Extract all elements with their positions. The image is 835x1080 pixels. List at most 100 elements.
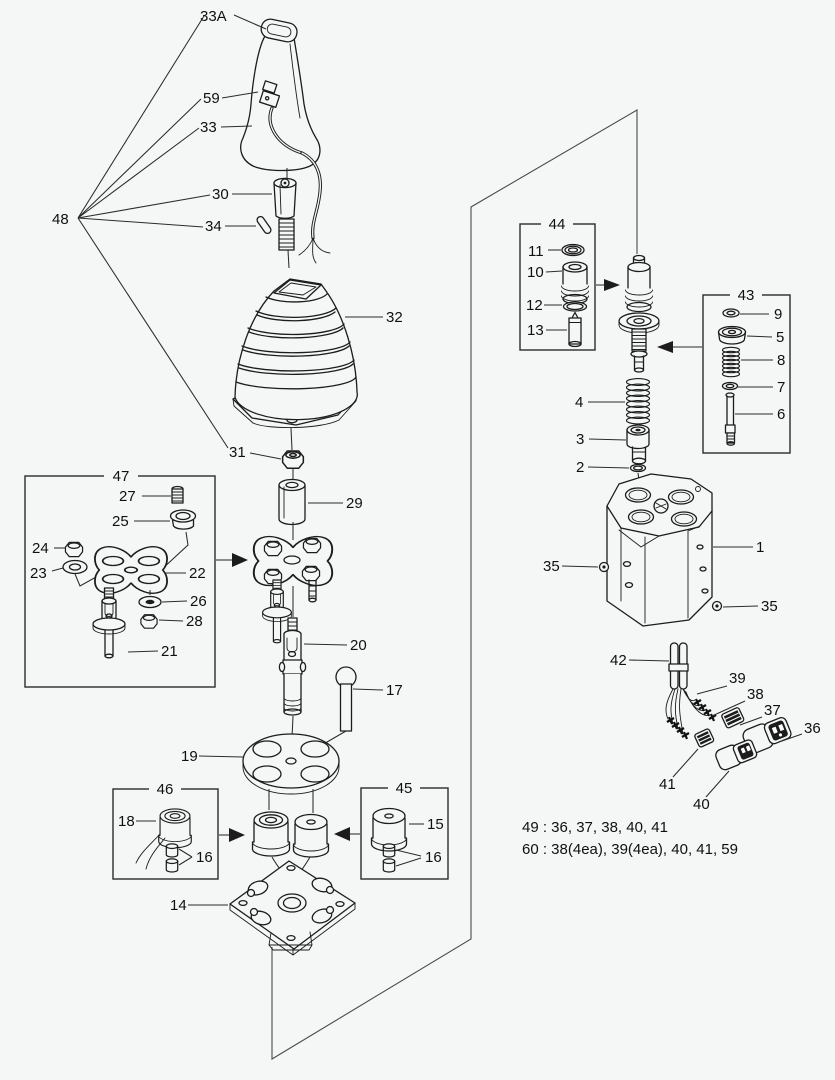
part-41-connector xyxy=(694,728,715,748)
label-23: 23 xyxy=(30,565,47,582)
label-1: 1 xyxy=(756,539,764,556)
label-35a: 35 xyxy=(543,558,560,575)
part-3-plunger xyxy=(626,424,650,465)
label-39: 39 xyxy=(729,670,746,687)
part-27-screw xyxy=(171,485,184,504)
note-line-2: 60 : 38(4ea), 39(4ea), 40, 41, 59 xyxy=(522,841,738,858)
label-13: 13 xyxy=(527,322,544,339)
part-7-washer xyxy=(721,381,739,391)
bellows-32 xyxy=(232,278,358,429)
part-8-spring xyxy=(721,346,741,378)
label-33A: 33A xyxy=(200,8,227,25)
part-16-cylinder xyxy=(165,858,179,873)
arrow-44 xyxy=(596,279,620,291)
part-42-cable xyxy=(668,642,689,690)
part-21-plunger xyxy=(92,587,126,659)
part-6-rod xyxy=(724,392,736,446)
handle-assembly xyxy=(240,18,331,269)
part-11-seal xyxy=(561,243,585,257)
part-36-connector xyxy=(742,717,792,754)
label-6: 6 xyxy=(777,406,785,423)
part-4-spring xyxy=(625,378,651,425)
label-3: 3 xyxy=(576,431,584,448)
label-31: 31 xyxy=(229,444,246,461)
part-26-washer xyxy=(138,590,162,609)
part-24-nut xyxy=(64,541,84,558)
label-10: 10 xyxy=(527,264,544,281)
label-24: 24 xyxy=(32,540,49,557)
part-30-adapter xyxy=(273,168,297,269)
wiring-harness xyxy=(665,642,792,771)
part-35-plug-right xyxy=(711,600,723,612)
label-17: 17 xyxy=(386,682,403,699)
center-column xyxy=(229,427,357,956)
label-26: 26 xyxy=(190,593,207,610)
switch-59 xyxy=(258,80,304,155)
callout-labels: 33A 59 33 30 34 48 32 31 29 47 27 25 24 … xyxy=(30,8,821,914)
label-4: 4 xyxy=(575,394,583,411)
label-15: 15 xyxy=(427,816,444,833)
label-46: 46 xyxy=(157,781,174,798)
part-17-pin xyxy=(314,666,357,750)
note-line-1: 49 : 36, 37, 38, 40, 41 xyxy=(522,819,668,836)
label-34: 34 xyxy=(205,218,222,235)
part-10-plunger xyxy=(561,261,589,305)
part-20-joint xyxy=(278,617,307,716)
label-44: 44 xyxy=(549,216,566,233)
harness-wires xyxy=(665,688,711,735)
label-27: 27 xyxy=(119,488,136,505)
part-5-seat xyxy=(717,325,747,345)
label-14: 14 xyxy=(170,897,187,914)
label-30: 30 xyxy=(212,186,229,203)
parts-notes: 49 : 36, 37, 38, 40, 41 60 : 38(4ea), 39… xyxy=(522,819,738,858)
label-21: 21 xyxy=(161,643,178,660)
label-28: 28 xyxy=(186,613,203,630)
assembly-zone-boundary xyxy=(271,109,638,1060)
label-5: 5 xyxy=(776,329,784,346)
spool-column xyxy=(618,254,660,488)
part-16-cylinder xyxy=(165,843,179,858)
label-7: 7 xyxy=(777,379,785,396)
label-41: 41 xyxy=(659,776,676,793)
label-36: 36 xyxy=(804,720,821,737)
label-9: 9 xyxy=(774,306,782,323)
detail-box-47 xyxy=(24,468,248,688)
label-22: 22 xyxy=(189,565,206,582)
handle-wire xyxy=(298,151,331,264)
part-40-connector xyxy=(715,739,758,771)
label-48: 48 xyxy=(52,211,69,228)
label-42: 42 xyxy=(610,652,627,669)
part-9-clip xyxy=(722,308,740,318)
label-20: 20 xyxy=(350,637,367,654)
label-32: 32 xyxy=(386,309,403,326)
label-37: 37 xyxy=(764,702,781,719)
part-34-pin xyxy=(256,215,272,235)
label-2: 2 xyxy=(576,459,584,476)
arrow-47 xyxy=(216,553,248,567)
arrow-45 xyxy=(334,827,360,841)
detail-box-43 xyxy=(657,287,791,454)
label-19: 19 xyxy=(181,748,198,765)
part-19-disc xyxy=(242,733,340,795)
plunger-with-bearing xyxy=(251,811,291,857)
label-47: 47 xyxy=(113,468,130,485)
label-29: 29 xyxy=(346,495,363,512)
detail-box-45 xyxy=(334,780,449,880)
valve-body-1 xyxy=(598,473,723,627)
label-12: 12 xyxy=(526,297,543,314)
assembled-spool xyxy=(625,254,653,313)
label-38: 38 xyxy=(747,686,764,703)
label-43: 43 xyxy=(738,287,755,304)
plunger-plain xyxy=(292,813,330,858)
label-33: 33 xyxy=(200,119,217,136)
label-16b: 16 xyxy=(425,849,442,866)
label-16a: 16 xyxy=(196,849,213,866)
label-40: 40 xyxy=(693,796,710,813)
label-35b: 35 xyxy=(761,598,778,615)
arrow-43 xyxy=(657,341,702,353)
part-2-oring xyxy=(629,463,647,473)
part-18-switch xyxy=(158,808,192,849)
handle-grip xyxy=(240,24,321,172)
